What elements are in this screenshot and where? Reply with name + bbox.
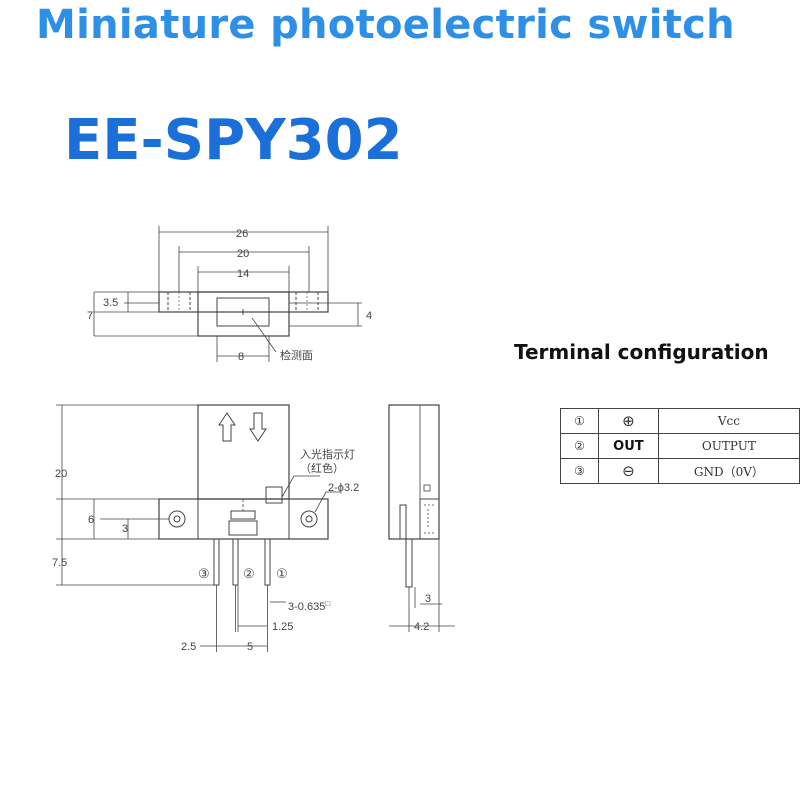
table-row: ① ⊕ Vcc [559,408,800,434]
side-pin [405,538,413,588]
arrow-up-icon [218,412,236,442]
top-dim-14: 14 [237,268,249,280]
side-dim-3: 3 [425,593,431,605]
pin-2-label: ② [243,566,255,581]
table-row: ③ ⊖ GND（0V） [559,458,800,484]
terminal-table: ① ⊕ Vcc ② OUT OUTPUT ③ ⊖ GND（0V） [559,408,800,484]
plus-icon: ⊕ [598,408,659,434]
table-row: ② OUT OUTPUT [559,433,800,459]
top-dim-26: 26 [236,228,248,240]
indicator-led [265,486,283,504]
mount-hole-right [300,510,318,528]
pin-size-label: 3-0.635□ [288,599,330,613]
model-number: EE-SPY302 [64,108,403,173]
side-view: 3 4.2 [388,404,455,633]
front-dim-1-25: 1.25 [272,621,293,633]
front-dim-3: 3 [122,523,128,535]
terminal-num: ② [559,433,600,459]
top-dim-7: 7 [87,310,93,322]
terminal-signal: GND（0V） [657,458,800,484]
terminal-num: ① [559,408,600,434]
side-dim-4-2: 4.2 [414,621,429,633]
pin-3-label: ③ [198,566,210,581]
terminal-config-title: Terminal configuration [514,340,769,364]
hole-label: 2-ϕ3.2 [328,482,359,494]
page-title: Miniature photoelectric switch [36,2,735,48]
arrow-down-icon [249,412,267,442]
front-view: 20 6 3 7.5 入光指示灯 （红色） 2-ϕ3.2 ③ ② ① 3-0.6… [52,404,359,653]
front-dim-20: 20 [55,468,67,480]
pin-2 [232,538,239,586]
terminal-symbol-out: OUT [598,433,659,459]
terminal-signal: OUTPUT [657,433,800,459]
pin-1 [264,538,271,586]
pin-3 [213,538,220,586]
detect-surface-label: 检测面 [280,348,313,362]
indicator-label: 入光指示灯 [300,447,355,461]
top-dim-20: 20 [237,248,249,260]
top-dim-4: 4 [366,310,372,322]
front-dim-5: 5 [247,641,253,653]
terminal-num: ③ [559,458,600,484]
top-dim-3-5: 3.5 [103,297,118,309]
top-dim-8: 8 [238,351,244,363]
front-dim-2-5: 2.5 [181,641,196,653]
front-dim-7-5: 7.5 [52,557,67,569]
minus-icon: ⊖ [598,458,659,484]
pin-1-label: ① [276,566,288,581]
mount-hole-left [168,510,186,528]
terminal-signal: Vcc [657,408,800,434]
indicator-color: （红色） [300,461,344,475]
front-dim-6: 6 [88,514,94,526]
top-view: 26 20 14 3.5 7 4 8 检测面 [87,226,372,363]
